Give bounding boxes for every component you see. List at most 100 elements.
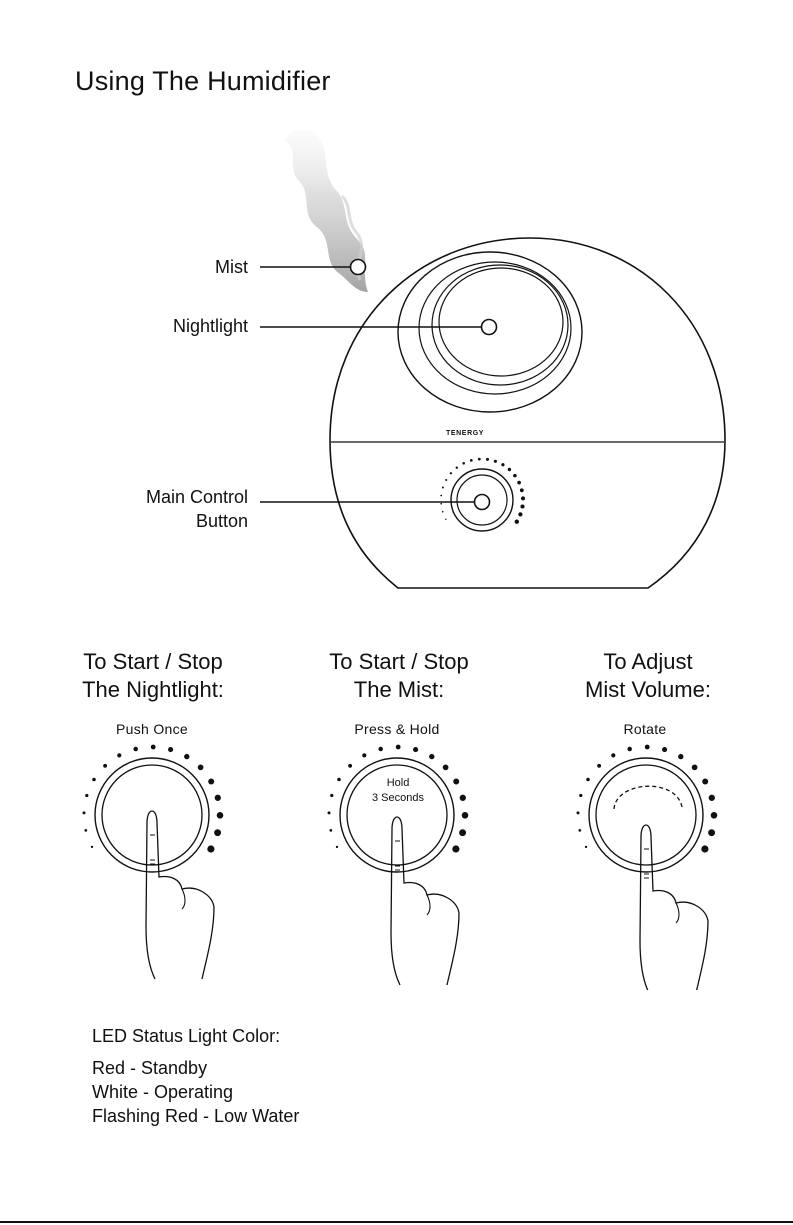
level-dot	[470, 459, 473, 462]
level-dot	[462, 462, 465, 465]
level-dot	[515, 520, 519, 524]
callout-dot-main-control	[475, 495, 490, 510]
level-dot	[329, 829, 332, 832]
level-dot	[520, 488, 524, 492]
level-dot	[711, 812, 718, 819]
level-dot	[459, 829, 466, 836]
level-dot	[518, 512, 522, 516]
led-item-flashing-red: Flashing Red - Low Water	[92, 1104, 299, 1128]
level-dot	[442, 487, 444, 489]
dial-outer-ring	[95, 758, 209, 872]
led-status-heading: LED Status Light Color:	[92, 1024, 299, 1048]
level-dot	[440, 503, 442, 505]
step-title-line1: To Start / Stop	[38, 648, 268, 676]
callout-label-main-control-line1: Main Control	[146, 485, 248, 509]
step-title-mist: To Start / Stop The Mist:	[284, 648, 514, 704]
level-dot	[217, 812, 224, 819]
level-dot	[452, 845, 459, 852]
level-dot	[708, 829, 715, 836]
level-dot	[198, 765, 204, 771]
level-dot	[443, 765, 449, 771]
level-dot	[508, 468, 511, 471]
led-item-white: White - Operating	[92, 1080, 299, 1104]
callout-dot-mist	[351, 260, 366, 275]
level-dot	[486, 458, 489, 461]
level-dot	[214, 829, 221, 836]
level-dot	[103, 764, 107, 768]
level-dot	[348, 764, 352, 768]
level-dot	[445, 479, 447, 481]
level-dot	[184, 754, 189, 759]
level-dot	[578, 829, 581, 832]
level-dot	[692, 765, 698, 771]
level-dot	[627, 747, 632, 752]
level-dot	[662, 747, 667, 752]
level-dot	[462, 812, 469, 819]
step-dial-illustrations	[0, 735, 793, 990]
step-title-line2: Mist Volume:	[533, 676, 763, 704]
brand-logo: TENERGY	[446, 430, 484, 437]
level-dot	[645, 745, 650, 750]
level-dot	[678, 754, 683, 759]
level-dot	[85, 794, 88, 797]
level-dot	[456, 467, 458, 469]
level-dot	[429, 754, 434, 759]
level-dot	[330, 794, 333, 797]
level-dot	[460, 795, 466, 801]
level-dot	[215, 795, 221, 801]
level-dot	[336, 846, 338, 848]
level-dot	[520, 504, 524, 508]
level-dot	[585, 846, 587, 848]
level-dot	[378, 747, 383, 752]
level-dot	[597, 764, 601, 768]
level-dot	[577, 811, 580, 814]
dial-hold-text: Hold	[338, 776, 458, 790]
dial-rotate	[577, 745, 718, 990]
level-dot	[579, 794, 582, 797]
callout-dot-nightlight	[482, 320, 497, 335]
level-dot	[208, 779, 214, 785]
level-dot	[117, 753, 121, 757]
step-title-mist-volume: To Adjust Mist Volume:	[533, 648, 763, 704]
led-item-red: Red - Standby	[92, 1056, 299, 1080]
level-dot	[521, 496, 525, 500]
dial-outer-ring	[589, 758, 703, 872]
level-dot	[168, 747, 173, 752]
step-title-line1: To Start / Stop	[284, 648, 514, 676]
humidifier-illustration: TENERGY	[0, 0, 793, 640]
level-dot	[501, 463, 504, 466]
callout-label-main-control: Main Control Button	[146, 485, 248, 533]
callout-label-main-control-line2: Button	[146, 509, 248, 533]
bottom-rule	[0, 1221, 793, 1223]
step-title-nightlight: To Start / Stop The Nightlight:	[38, 648, 268, 704]
level-dot	[701, 845, 708, 852]
level-dot	[709, 795, 715, 801]
led-status-section: LED Status Light Color: Red - Standby Wh…	[92, 1024, 299, 1128]
level-dot	[445, 519, 446, 520]
level-dot	[207, 845, 214, 852]
level-dot	[83, 811, 86, 814]
callout-label-nightlight: Nightlight	[173, 314, 248, 338]
level-dot	[133, 747, 138, 752]
level-dot	[362, 753, 366, 757]
level-dot	[151, 745, 156, 750]
level-dot	[84, 829, 87, 832]
level-dot	[396, 745, 401, 750]
dial-push-once	[83, 745, 224, 979]
level-dot	[440, 495, 442, 497]
level-dot	[91, 846, 93, 848]
level-dot	[442, 511, 444, 513]
level-dot	[494, 460, 497, 463]
level-dot	[328, 811, 331, 814]
step-title-line2: The Nightlight:	[38, 676, 268, 704]
level-dot	[513, 474, 517, 478]
level-dot	[413, 747, 418, 752]
step-title-line2: The Mist:	[284, 676, 514, 704]
level-dot	[450, 472, 452, 474]
level-dot	[611, 753, 615, 757]
level-dot	[702, 779, 708, 785]
level-dot	[478, 458, 481, 461]
callout-label-mist: Mist	[215, 255, 248, 279]
level-dot	[517, 481, 521, 485]
level-dot	[92, 778, 96, 782]
